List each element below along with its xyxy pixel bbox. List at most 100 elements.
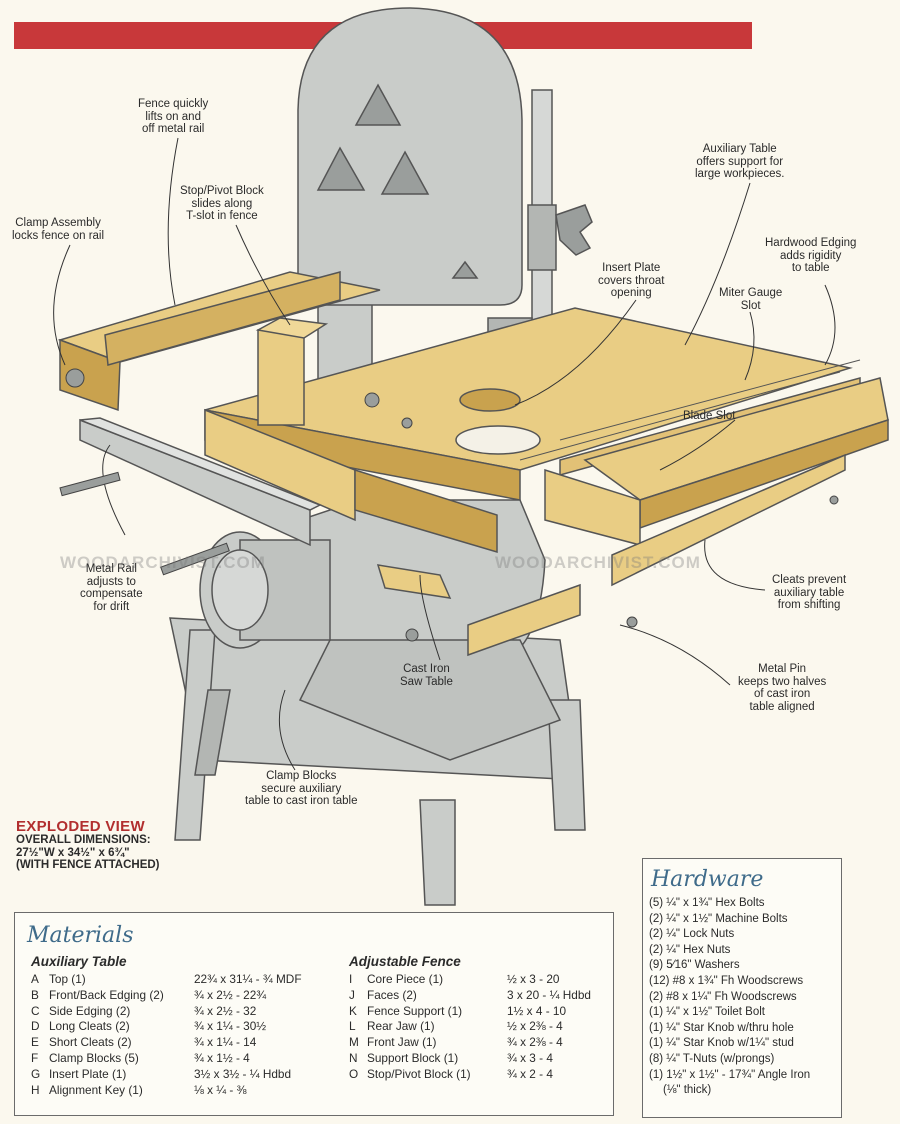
callout-cast-iron: Cast Iron Saw Table [400, 663, 453, 688]
material-letter: O [349, 1066, 359, 1081]
callout-metal-pin: Metal Pin keeps two halves of cast iron … [738, 663, 827, 713]
material-letter: D [31, 1019, 40, 1034]
hardware-title: Hardware [651, 867, 764, 892]
hardware-item: (9) 5⁄16" Washers [649, 959, 740, 972]
hardware-item: (8) ¼" T-Nuts (w/prongs) [649, 1052, 775, 1065]
material-row: N Support Block (1) ¾ x 3 - 4 [349, 1051, 609, 1067]
callout-stop-pivot: Stop/Pivot Block slides along T-slot in … [180, 185, 264, 222]
materials-columns: Auxiliary Table A Top (1) 22¾ x 31¼ - ¾ MD… [15, 954, 613, 1098]
material-row: O Stop/Pivot Block (1) ¾ x 2 - 4 [349, 1067, 609, 1083]
hardware-item: (2) #8 x 1¼" Fh Woodscrews [649, 990, 797, 1003]
material-letter: A [31, 972, 39, 986]
material-size: ¾ x 2½ - 22¾ [194, 987, 267, 1002]
hardware-item: (1) ¼" Star Knob w/1¼" stud [649, 1037, 794, 1050]
callout-insert-plate: Insert Plate covers throat opening [598, 262, 665, 299]
hardware-item: (1) ¼" Star Knob w/thru hole [649, 1021, 794, 1034]
hardware-list: (5) ¼" x 1¾" Hex Bolts (2) ¼" x 1½" Mach… [643, 896, 841, 1099]
material-row: J Faces (2) 3 x 20 - ¼ Hdbd [349, 988, 609, 1004]
fence-heading: Adjustable Fence [349, 954, 461, 969]
material-name: Front/Back Edging (2) [49, 987, 164, 1002]
material-letter: E [31, 1035, 39, 1050]
material-name: Faces (2) [367, 987, 417, 1002]
materials-title: Materials [27, 923, 134, 948]
material-row: B Front/Back Edging (2) ¾ x 2½ - 22¾ [31, 988, 349, 1004]
material-letter: C [31, 1003, 40, 1018]
material-name: Front Jaw (1) [367, 1035, 437, 1050]
material-size: ¾ x 1¼ - 14 [194, 1035, 257, 1050]
hardware-item: (⅛" thick) [663, 1084, 712, 1097]
material-name: Short Cleats (2) [49, 1035, 132, 1050]
material-row: D Long Cleats (2) ¾ x 1¼ - 30½ [31, 1019, 349, 1035]
material-size: 22¾ x 31¼ - ¾ MDF [194, 972, 302, 986]
material-name: Stop/Pivot Block (1) [367, 1066, 471, 1081]
leader-lines [53, 137, 836, 771]
callout-fence: Fence quickly lifts on and off metal rai… [138, 98, 209, 135]
callout-miter-gauge: Miter Gauge Slot [719, 287, 783, 312]
material-name: Top (1) [49, 972, 86, 986]
callout-hardwood-edging: Hardwood Edging adds rigidity to table [765, 237, 857, 274]
aux-table-column: Auxiliary Table A Top (1) 22¾ x 31¼ - ¾ MD… [31, 954, 349, 1098]
material-row: E Short Cleats (2) ¾ x 1¼ - 14 [31, 1035, 349, 1051]
material-name: Rear Jaw (1) [367, 1019, 435, 1034]
material-letter: H [31, 1082, 40, 1097]
material-name: Core Piece (1) [367, 972, 444, 986]
hardware-item: (2) ¼" Hex Nuts [649, 943, 731, 956]
material-size: ¾ x 3 - 4 [507, 1050, 553, 1065]
hardware-item: (1) 1½" x 1½" - 17¾" Angle Iron [649, 1068, 811, 1081]
material-name: Fence Support (1) [367, 1003, 463, 1018]
material-row: F Clamp Blocks (5) ¾ x 1½ - 4 [31, 1051, 349, 1067]
material-size: ½ x 3 - 20 [507, 972, 560, 986]
material-size: 3 x 20 - ¼ Hdbd [507, 987, 591, 1002]
material-row: A Top (1) 22¾ x 31¼ - ¾ MDF [31, 972, 349, 988]
hardware-item: (2) ¼" Lock Nuts [649, 928, 735, 941]
material-size: ⅛ x ¼ - ⅜ [194, 1082, 247, 1097]
hardware-item: (5) ¼" x 1¾" Hex Bolts [649, 897, 765, 909]
material-size: ¾ x 1¼ - 30½ [194, 1019, 267, 1034]
material-name: Clamp Blocks (5) [49, 1050, 139, 1065]
clamp-blocks [376, 453, 846, 657]
material-size: ¾ x 2½ - 32 [194, 1003, 257, 1018]
material-row: M Front Jaw (1) ¾ x 2⅜ - 4 [349, 1035, 609, 1051]
material-name: Alignment Key (1) [49, 1082, 143, 1097]
material-name: Side Edging (2) [49, 1003, 131, 1018]
watermark-right: WOODARCHIVIST.COM [495, 553, 701, 572]
material-letter: K [349, 1003, 357, 1018]
fence-column: Adjustable Fence I Core Piece (1) ½ x 3 - … [349, 954, 609, 1098]
callout-clamp-assembly: Clamp Assembly locks fence on rail [12, 217, 105, 242]
watermark-left: WOODARCHIVIST.COM [60, 553, 266, 572]
material-size: ¾ x 2⅜ - 4 [507, 1035, 563, 1050]
material-row: C Side Edging (2) ¾ x 2½ - 32 [31, 1004, 349, 1020]
hardware-panel: Hardware (5) ¼" x 1¾" Hex Bolts (2) ¼" x… [642, 858, 842, 1118]
callout-blade-slot: Blade Slot [683, 410, 736, 422]
materials-panel: Materials Auxiliary Table A Top (1) 22¾ x … [14, 912, 614, 1116]
hardware-item: (1) ¼" x 1½" Toilet Bolt [649, 1006, 765, 1019]
material-letter: L [349, 1019, 356, 1034]
material-row: H Alignment Key (1) ⅛ x ¼ - ⅜ [31, 1083, 349, 1099]
material-letter: N [349, 1050, 358, 1065]
material-name: Support Block (1) [367, 1050, 459, 1065]
material-row: I Core Piece (1) ½ x 3 - 20 [349, 972, 609, 988]
material-letter: I [349, 972, 353, 986]
hardware-item: (2) ¼" x 1½" Machine Bolts [649, 912, 788, 925]
fasteners [59, 368, 839, 642]
material-letter: J [349, 987, 355, 1002]
hardware-item: (12) #8 x 1¾" Fh Woodscrews [649, 974, 804, 987]
material-size: 3½ x 3½ - ¼ Hdbd [194, 1066, 292, 1081]
material-letter: G [31, 1066, 41, 1081]
callout-cleats: Cleats prevent auxiliary table from shif… [772, 574, 847, 611]
material-size: ¾ x 1½ - 4 [194, 1050, 250, 1065]
adjustable-fence [57, 271, 381, 426]
material-letter: F [31, 1050, 39, 1065]
auxiliary-table [204, 307, 889, 554]
aux-table-heading: Auxiliary Table [31, 954, 127, 969]
material-letter: M [349, 1035, 359, 1050]
callout-auxiliary-table: Auxiliary Table offers support for large… [695, 143, 785, 180]
material-name: Long Cleats (2) [49, 1019, 130, 1034]
material-size: ¾ x 2 - 4 [507, 1066, 553, 1081]
material-letter: B [31, 987, 39, 1002]
